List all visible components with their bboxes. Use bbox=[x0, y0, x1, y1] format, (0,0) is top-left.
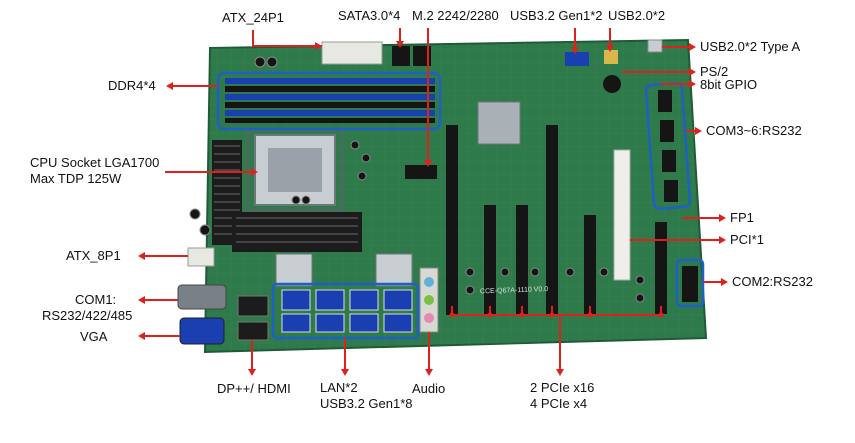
label-usb20-type-a: USB2.0*2 Type A bbox=[700, 39, 801, 54]
pci-slot bbox=[613, 149, 631, 281]
bottom-heatsink bbox=[232, 212, 362, 252]
ddr4-highlight bbox=[216, 71, 442, 131]
audio-jacks bbox=[419, 267, 439, 333]
com1-port bbox=[177, 284, 227, 310]
ddr4-slots bbox=[225, 78, 435, 123]
label-usb20x2: USB2.0*2 bbox=[608, 8, 666, 23]
lan-usb-stack bbox=[275, 253, 413, 333]
label-cpu-line1: CPU Socket LGA1700 bbox=[30, 155, 160, 170]
dp-port bbox=[237, 295, 269, 317]
label-ddr4: DDR4*4 bbox=[108, 78, 156, 93]
label-com1-line2: RS232/422/485 bbox=[42, 308, 133, 323]
label-com2: COM2:RS232 bbox=[732, 274, 813, 289]
label-fp1: FP1 bbox=[730, 210, 754, 225]
label-m2: M.2 2242/2280 bbox=[412, 8, 499, 23]
usb20-typea bbox=[647, 39, 663, 53]
atx8-connector bbox=[187, 247, 215, 267]
label-com3to6: COM3~6:RS232 bbox=[706, 123, 802, 138]
com2-header bbox=[682, 266, 698, 302]
label-sata: SATA3.0*4 bbox=[338, 8, 401, 23]
ps2-buzzer bbox=[603, 75, 621, 93]
usb32-header bbox=[565, 52, 589, 66]
label-atx24: ATX_24P1 bbox=[222, 10, 284, 25]
m2-slot bbox=[405, 165, 437, 179]
board-silkscreen: CCE-Q67A-1110 V0.0 bbox=[480, 286, 549, 295]
label-cpu-line2: Max TDP 125W bbox=[30, 171, 122, 186]
label-gpio: 8bit GPIO bbox=[700, 77, 758, 92]
arrows bbox=[138, 28, 728, 376]
label-audio: Audio bbox=[412, 381, 446, 396]
label-dp-hdmi: DP++/ HDMI bbox=[217, 381, 291, 396]
chipset-heatsink bbox=[477, 101, 521, 145]
label-pcie-line1: 2 PCIe x16 bbox=[530, 380, 595, 395]
label-atx8: ATX_8P1 bbox=[66, 248, 121, 263]
label-com1-line1: COM1: bbox=[75, 292, 117, 307]
capacitors bbox=[189, 56, 645, 303]
hdmi-port bbox=[237, 321, 269, 341]
label-usb32-gen1x2: USB3.2 Gen1*2 bbox=[510, 8, 603, 23]
label-pci: PCI*1 bbox=[730, 232, 764, 247]
label-vga: VGA bbox=[80, 329, 108, 344]
label-ps2: PS/2 bbox=[700, 64, 729, 79]
com3to6-headers bbox=[658, 90, 678, 202]
atx24-connector bbox=[321, 41, 383, 65]
vga-port bbox=[179, 317, 225, 345]
label-lan-line2: USB3.2 Gen1*8 bbox=[320, 396, 413, 411]
sata-connectors bbox=[392, 46, 431, 66]
usb20-header bbox=[604, 50, 618, 64]
label-pcie-line2: 4 PCIe x4 bbox=[530, 396, 588, 411]
label-lan-line1: LAN*2 bbox=[320, 380, 358, 395]
pcie-slots bbox=[446, 125, 667, 315]
